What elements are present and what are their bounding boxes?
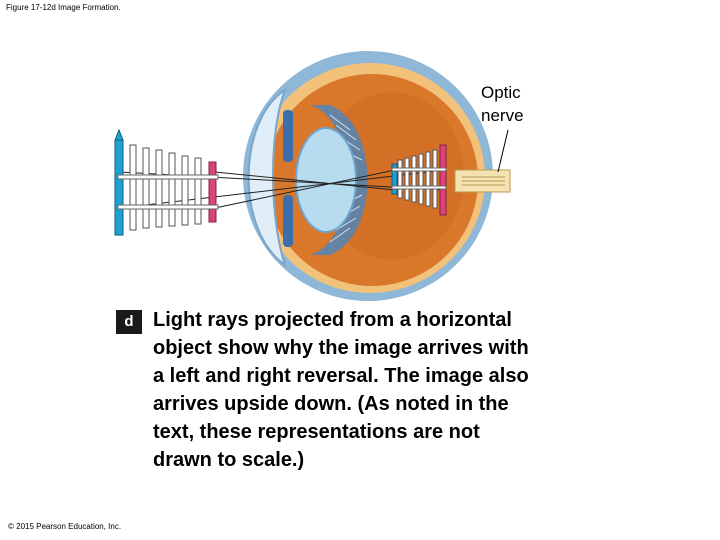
iris-top	[283, 110, 293, 162]
iris-bottom	[283, 195, 293, 247]
panel-letter-badge: d	[116, 310, 142, 334]
panel-description: Light rays projected from a horizontal o…	[153, 306, 623, 474]
description-line: object show why the image arrives with	[153, 337, 529, 359]
fence-object	[114, 128, 219, 236]
description-line: a left and right reversal. The image als…	[153, 365, 529, 387]
optic-nerve-label: Optic nerve	[481, 81, 524, 127]
optic-nerve-leader	[497, 129, 509, 173]
copyright-notice: © 2015 Pearson Education, Inc.	[8, 522, 122, 531]
optic-nerve-label-line-2: nerve	[481, 106, 524, 125]
ciliary-body	[310, 105, 368, 255]
figure-caption: Figure 17-12d Image Formation.	[6, 3, 121, 12]
retinal-image	[391, 144, 447, 216]
description-line: Light rays projected from a horizontal	[153, 309, 512, 331]
description-line: drawn to scale.)	[153, 449, 305, 471]
retina	[266, 74, 478, 286]
optic-nerve	[454, 129, 511, 193]
optic-nerve-label-line-1: Optic	[481, 83, 521, 102]
description-line: arrives upside down. (As noted in the	[153, 393, 509, 415]
description-line: text, these representations are not	[153, 421, 480, 443]
